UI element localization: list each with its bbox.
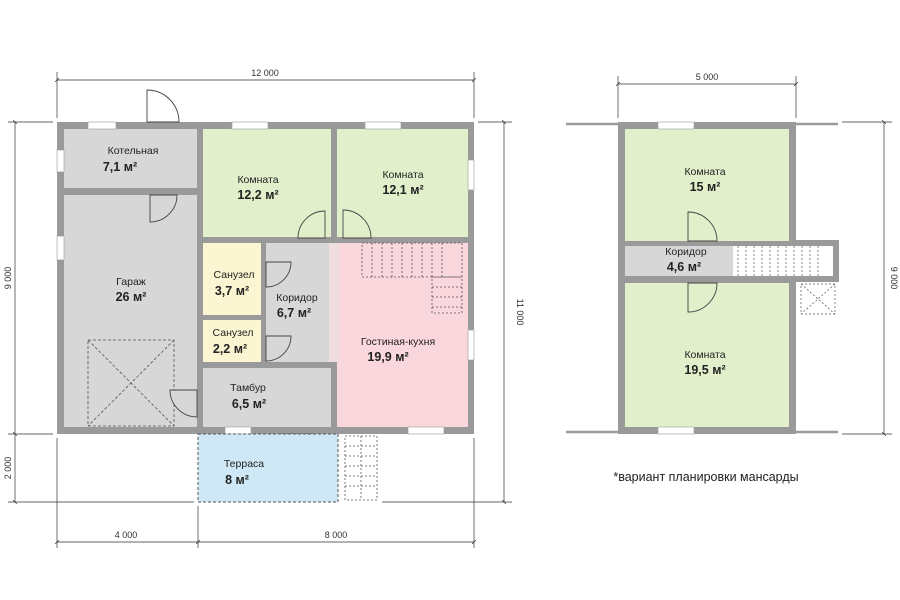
attic-dimension-lines — [618, 76, 892, 434]
room-label-name: Комната — [684, 166, 725, 178]
room-label-name: Терраса — [224, 458, 264, 470]
room-label-area: 4,6 м² — [667, 260, 701, 274]
dimension-label-right: 11 000 — [515, 299, 525, 326]
room-label-name: Коридор — [665, 246, 707, 258]
room-label-area: 2,2 м² — [213, 342, 247, 356]
ground-floor-stairs — [361, 242, 463, 314]
ground-floor: Котельная 7,1 м² Гараж 26 м² Комната 12,… — [3, 68, 525, 548]
room-label-area: 19,5 м² — [684, 363, 725, 377]
room-vestibule — [203, 368, 331, 427]
room-label-name: Санузел — [213, 327, 254, 339]
room-label-area: 6,7 м² — [277, 306, 311, 320]
room-label-name: Комната — [684, 349, 725, 361]
dimension-label-top: 12 000 — [251, 68, 279, 78]
room-label-name: Гараж — [116, 276, 146, 288]
room-bathroom-2 — [203, 320, 261, 362]
room-label-name: Коридор — [276, 292, 318, 304]
room-terrace — [197, 433, 339, 503]
room-bathroom-1 — [203, 243, 261, 315]
room-label-area: 26 м² — [116, 290, 147, 304]
dimension-label-bottom-right: 8 000 — [325, 530, 348, 540]
room-label-area: 6,5 м² — [232, 397, 266, 411]
dimension-label-attic-width: 5 000 — [696, 72, 719, 82]
dimension-label-terrace: 2 000 — [3, 457, 13, 480]
room-living-kitchen — [337, 243, 468, 427]
attic-room-2 — [625, 283, 789, 427]
ground-floor-windows — [56, 121, 475, 435]
attic-doors — [687, 211, 718, 313]
room-label-area: 15 м² — [690, 180, 721, 194]
dimension-label-left: 9 000 — [3, 267, 13, 290]
attic-stairwell — [733, 246, 833, 276]
room-label-name: Котельная — [108, 145, 159, 157]
porch-steps — [344, 435, 378, 501]
room-label-area: 12,1 м² — [382, 183, 423, 197]
attic-floor: Комната 15 м² Коридор 4,6 м² Комната 19,… — [566, 72, 899, 484]
room-label-area: 8 м² — [225, 473, 249, 487]
room-label-name: Комната — [382, 169, 423, 181]
garage-gate-symbol — [87, 339, 175, 427]
room-garage — [64, 195, 197, 427]
room-boiler — [64, 129, 197, 188]
room-label-area: 12,2 м² — [237, 188, 278, 202]
dimension-label-attic-height: 9 000 — [889, 267, 899, 290]
room-label-name: Комната — [237, 174, 278, 186]
room-label-area: 3,7 м² — [215, 284, 249, 298]
room-label-name: Тамбур — [230, 382, 266, 394]
room-label-area: 19,9 м² — [367, 350, 408, 364]
room-label-name: Гостиная-кухня — [361, 336, 435, 348]
attic-windows — [657, 121, 695, 435]
corridor-living-opening — [329, 243, 339, 362]
dimension-label-bottom-left: 4 000 — [115, 530, 138, 540]
attic-stairs — [737, 246, 836, 315]
room-label-name: Санузел — [214, 269, 255, 281]
room-label-area: 7,1 м² — [103, 160, 137, 174]
ground-floor-dimension-lines — [8, 72, 512, 548]
attic-layout-note: *вариант планировки мансарды — [613, 470, 798, 484]
